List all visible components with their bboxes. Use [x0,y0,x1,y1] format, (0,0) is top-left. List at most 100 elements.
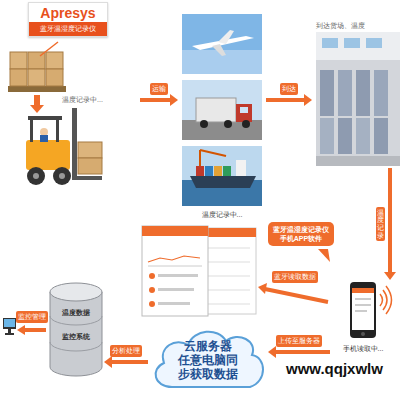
shape-part [344,38,360,48]
truck-photo [182,80,262,140]
node-text: 蓝牙温湿度记录仪 [29,22,107,36]
loading-panel: 温度记录中... Apresys蓝牙温湿度记录仪 [0,0,140,200]
app-screenshot [142,226,256,316]
shape-part [30,118,33,142]
shape-part [26,140,70,170]
node-text: 蓝牙温湿度记录仪 手机APP软件 [270,225,332,243]
shape-part [149,273,155,279]
bluetooth-read-arrow [258,283,328,302]
shape-part [374,118,388,154]
shape-part [8,86,66,92]
callout-bubble: 蓝牙温湿度记录仪 手机APP软件 [268,222,334,246]
shape-part [350,282,376,338]
shape-part [158,288,194,291]
shape-part [190,176,256,188]
shape-part [78,158,102,174]
shape-part [149,287,155,293]
shape-part [383,290,387,310]
shape-part [5,333,14,335]
shape-part [200,120,208,128]
monitor-arrow [17,325,46,335]
arrow-shaft [111,360,148,364]
flow-arrow [266,94,312,106]
shape-part [386,286,392,314]
flow-arrow [268,346,330,358]
shape-part [10,69,27,86]
shape-part [27,167,45,185]
plane-photo [182,14,262,74]
down-arrow [30,95,44,113]
shape-part [223,166,231,176]
cloud-server: 云服务器 任意电脑同 步获取数据 [148,325,268,393]
shape-part [240,107,248,113]
flow-arrow [140,94,178,106]
edge-label: 到达 [280,83,298,95]
shape-part [182,120,262,140]
node-text: 手机读取中... [330,344,396,354]
shape-part [4,319,15,327]
shape-part [156,332,263,387]
shape-part [206,248,250,249]
arrow-shaft [388,168,392,273]
shape-part [10,52,27,69]
shape-part [352,288,374,330]
shape-part [206,276,250,277]
shape-part [199,150,201,166]
shape-part [50,292,102,376]
flow-arrow [104,356,148,368]
shape-part [206,304,250,305]
shape-part [50,316,102,325]
shape-part [53,167,71,185]
logo-tag: Apresys蓝牙温湿度记录仪 [28,2,108,37]
shape-part [28,69,45,86]
shape-part [316,32,400,166]
shape-part [8,329,11,333]
pallet-boxes [8,52,66,92]
shape-part [356,70,370,116]
shape-part [355,298,371,300]
warehouse-photo [316,32,400,166]
shape-part [149,301,155,307]
arrow-label: 监控管理 [16,311,48,323]
warehouse-panel: 到达货场、温度 [312,18,400,168]
shape-part [206,262,250,263]
shape-part [46,52,63,69]
shape-part [355,304,371,306]
shape-part [28,116,62,120]
shape-part [142,226,208,236]
edge-label: 分析处理 [110,345,142,357]
arrow-head [268,346,276,358]
shape-part [361,332,365,336]
shape-part [72,108,77,180]
shape-part [3,318,16,329]
database-cylinder: 温度数据监控系统 [48,282,104,377]
shape-part [242,120,250,128]
shape-part [33,173,39,179]
shape-part [200,150,226,156]
shape-part [316,32,400,60]
node-text: 监控系统 [62,332,90,342]
shape-part [78,142,102,158]
watermark: www.qqjxwlw [286,360,383,377]
edge-label: 运输 [150,83,168,95]
shape-part [56,118,59,142]
shape-part [212,44,226,56]
shape-part [196,98,236,122]
db-outline [48,282,104,377]
shape-part [338,118,352,154]
shape-part [158,302,190,305]
shape-part [24,328,46,332]
shape-part [236,160,246,176]
shape-part [338,70,352,116]
edge-label: 上传至服务器 [276,335,322,347]
node-text: Apresys [29,3,107,22]
shape-part [182,14,262,74]
shape-part [316,156,400,166]
shape-part [236,104,252,122]
shape-part [40,128,48,136]
shape-part [320,70,334,116]
shape-part [182,146,262,206]
node-text: 温度记录中... [62,95,103,105]
arrow-label: 蓝牙读取数据 [272,271,318,283]
